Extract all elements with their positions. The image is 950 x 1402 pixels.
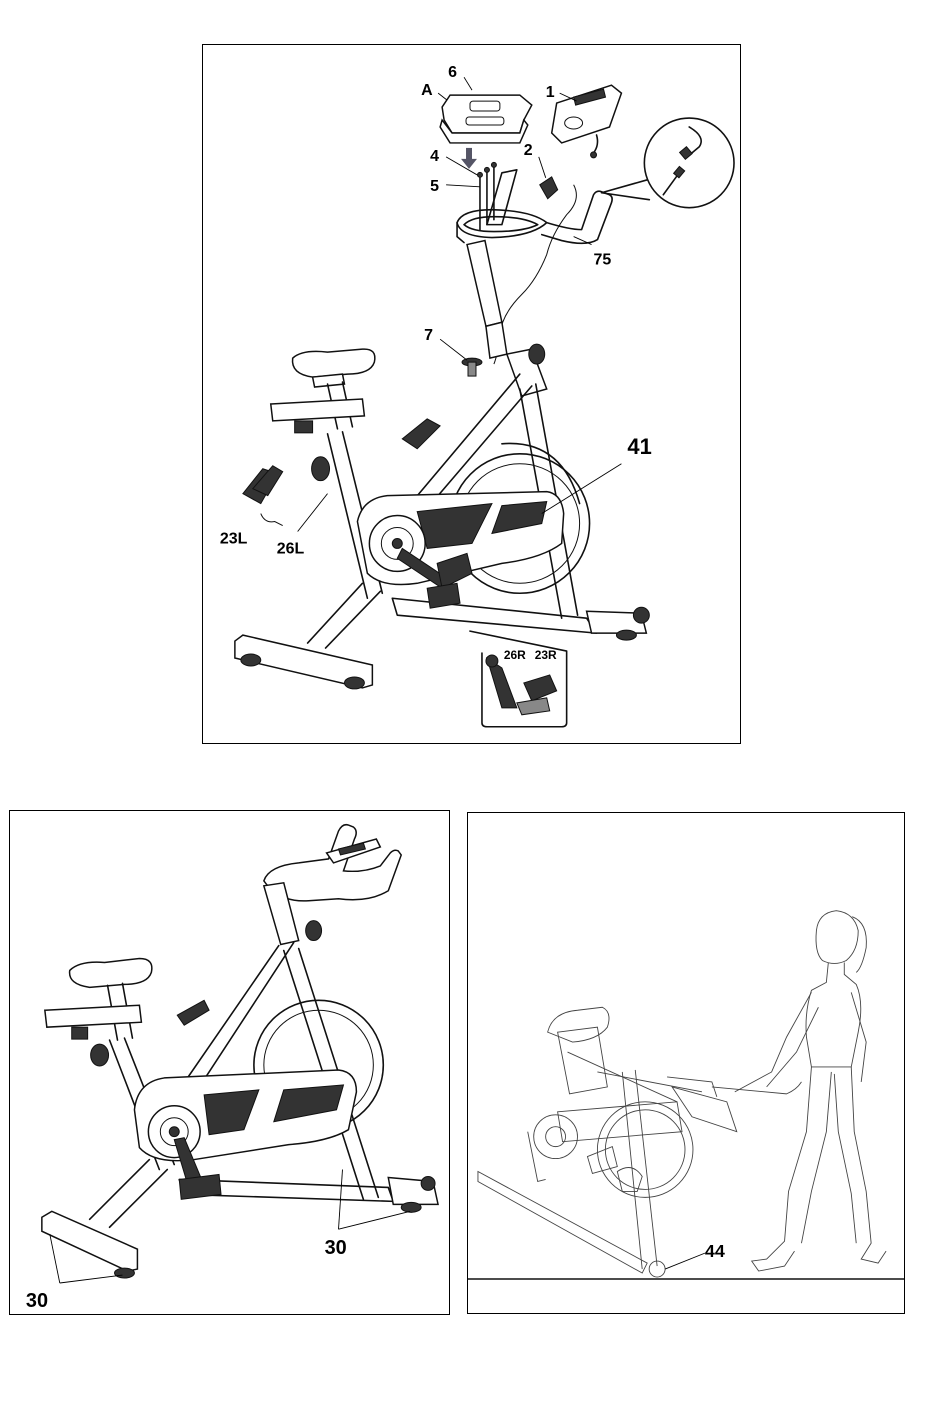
clip-part-2 [540, 177, 558, 199]
leader-5 [446, 185, 480, 187]
leader-26l [298, 494, 328, 532]
label-30-left: 30 [26, 1290, 48, 1312]
leader-2 [539, 157, 546, 178]
rear-stabilizer [587, 607, 650, 640]
front-stabilizer [235, 635, 372, 689]
label-2: 2 [524, 142, 533, 159]
label-6: 6 [448, 64, 457, 81]
moving-bike-panel: 44 [467, 812, 905, 1314]
label-1: 1 [546, 84, 555, 101]
leader-30-right [339, 1211, 411, 1229]
insert-arrow-icon [461, 148, 477, 169]
label-41: 41 [627, 434, 651, 459]
label-44: 44 [705, 1241, 725, 1261]
label-23l: 23L [220, 530, 248, 547]
leader-30-left-b [60, 1275, 123, 1283]
label-5: 5 [430, 178, 439, 195]
label-75: 75 [594, 251, 612, 268]
label-30-right: 30 [325, 1237, 347, 1259]
leader-30-left [50, 1234, 60, 1283]
frame [90, 883, 394, 1227]
bolts-parts-4-5 [477, 162, 496, 229]
tilted-bike [478, 1007, 802, 1277]
label-a: A [421, 82, 433, 99]
console-part-1 [552, 85, 622, 158]
leader-41 [542, 464, 622, 514]
leader-6 [464, 77, 472, 90]
console-bracket-part-6 [440, 95, 532, 143]
leader-44 [665, 1253, 705, 1269]
front-stabilizer-with-feet [42, 1211, 138, 1278]
label-26l: 26L [277, 540, 305, 557]
label-23r: 23R [535, 648, 557, 662]
bike-feet-drawing: 30 30 [10, 811, 449, 1314]
label-26r: 26R [504, 648, 526, 662]
handlebar-stem [467, 241, 507, 359]
bottle-holder [177, 1000, 209, 1025]
rear-stabilizer-with-feet [388, 1176, 438, 1212]
chain-cover [134, 1070, 356, 1161]
right-pedal-inset [470, 631, 567, 727]
seat [45, 958, 152, 1066]
stabilizer-feet-panel: 30 30 [9, 810, 450, 1315]
pulse-cable [494, 185, 576, 364]
bottle-holder [402, 419, 440, 449]
exercise-bike-assembly-drawing: A 6 1 4 2 5 75 7 41 23L 26L 26R 23R [203, 45, 740, 743]
label-4: 4 [430, 148, 439, 165]
moving-bike-drawing: 44 [468, 813, 904, 1313]
assembly-diagram-panel: A 6 1 4 2 5 75 7 41 23L 26L 26R 23R [202, 44, 741, 744]
leader-7 [440, 339, 467, 360]
left-pedal-parts [243, 466, 283, 526]
seat-assembly [271, 349, 375, 481]
label-7: 7 [424, 327, 433, 344]
tension-knob-part-7 [462, 358, 482, 376]
connector-detail-callout [602, 118, 735, 208]
leader-a [438, 93, 447, 100]
